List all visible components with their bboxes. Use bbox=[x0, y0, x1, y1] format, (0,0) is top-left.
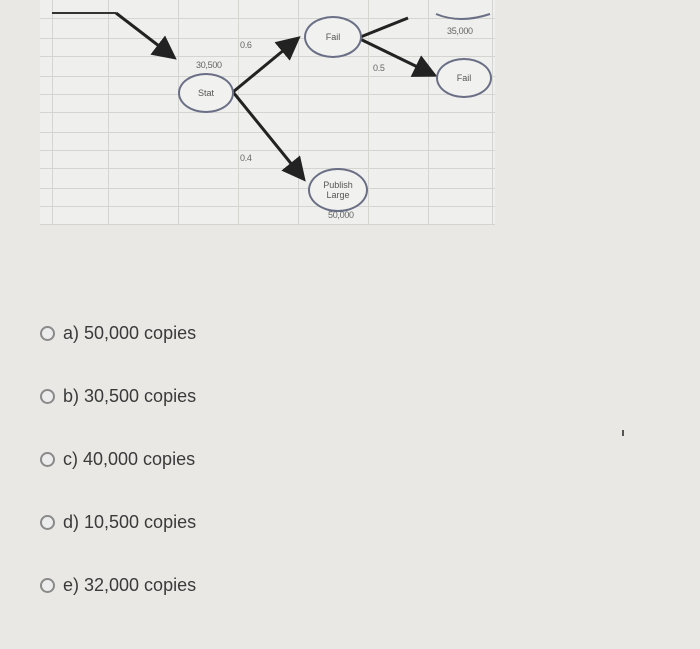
fail-node-right: Fail bbox=[436, 58, 492, 98]
answer-options: a) 50,000 copies b) 30,500 copies c) 40,… bbox=[40, 318, 196, 633]
option-b-label: b) 30,500 copies bbox=[63, 385, 197, 406]
fail-node-upper-label: Fail bbox=[325, 32, 341, 42]
radio-button-d[interactable] bbox=[40, 514, 55, 530]
stat-node: Stat bbox=[178, 73, 234, 113]
branch-arrows bbox=[52, 11, 491, 182]
publish-large-value: 50,000 bbox=[328, 210, 354, 220]
stat-value-label: 30,500 bbox=[196, 60, 222, 70]
top-right-value: 35,000 bbox=[447, 26, 473, 36]
option-a[interactable]: a) 50,000 copies bbox=[40, 318, 196, 348]
stat-node-label: Stat bbox=[197, 88, 214, 98]
fail-node-right-label: Fail bbox=[456, 73, 472, 83]
option-e-label: e) 32,000 copies bbox=[63, 574, 197, 595]
option-b[interactable]: b) 30,500 copies bbox=[40, 381, 196, 411]
fail-node-upper: Fail bbox=[304, 16, 362, 58]
publish-large-line2: Large bbox=[326, 190, 350, 200]
radio-button-e[interactable] bbox=[40, 577, 55, 593]
option-d[interactable]: d) 10,500 copies bbox=[40, 507, 196, 537]
stray-mark bbox=[622, 430, 624, 436]
option-e[interactable]: e) 32,000 copies bbox=[40, 570, 196, 600]
option-a-label: a) 50,000 copies bbox=[63, 322, 197, 343]
option-d-label: d) 10,500 copies bbox=[63, 511, 197, 532]
publish-large-line1: Publish bbox=[323, 180, 353, 190]
decision-tree-diagram: 30,500 Stat 0.6 0.4 Fail 0.5 35,000 Fail… bbox=[40, 0, 495, 225]
option-c[interactable]: c) 40,000 copies bbox=[40, 444, 196, 474]
radio-button-c[interactable] bbox=[40, 451, 55, 467]
probability-fail-branch: 0.5 bbox=[373, 63, 385, 73]
probability-lower: 0.4 bbox=[240, 153, 252, 163]
option-c-label: c) 40,000 copies bbox=[63, 448, 196, 469]
probability-upper: 0.6 bbox=[240, 40, 252, 50]
publish-large-node: Publish Large bbox=[308, 168, 368, 212]
radio-button-a[interactable] bbox=[40, 325, 55, 341]
radio-button-b[interactable] bbox=[40, 388, 55, 404]
